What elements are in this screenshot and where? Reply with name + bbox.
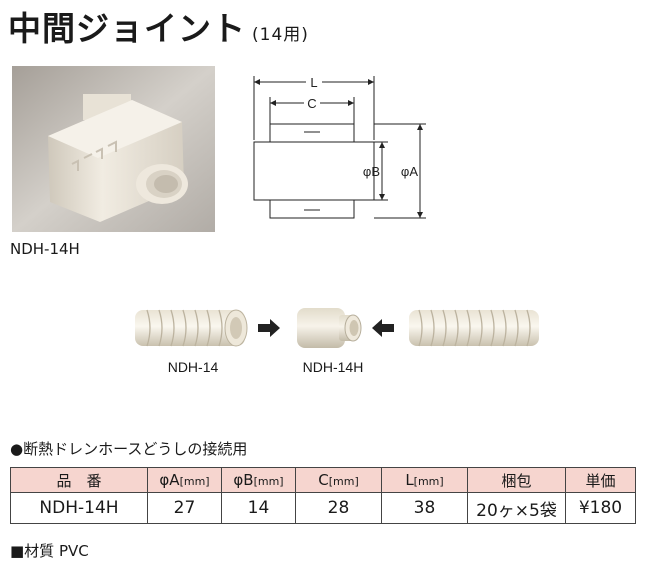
cell-c: 28 (295, 492, 382, 524)
dim-b-label: φB (363, 164, 380, 179)
material-note: ■材質 PVC (10, 542, 89, 560)
dimension-drawing: L C φB φA (253, 74, 426, 219)
photo-label: NDH-14H (10, 240, 80, 258)
cell-packing: 20ヶ×5袋 (467, 492, 566, 524)
connection-diagram: NDH-14 NDH-14H (135, 308, 539, 375)
cell-l: 38 (381, 492, 468, 524)
title-subtitle: (14用) (252, 25, 309, 45)
usage-note: ●断熱ドレンホースどうしの接続用 (10, 440, 248, 458)
right-hose (409, 309, 539, 347)
arrow-left-icon (372, 319, 394, 337)
header-price: 単価 (565, 467, 636, 493)
flow-label-hose: NDH-14 (168, 359, 219, 375)
product-photo (12, 66, 215, 232)
page-title: 中間ジョイント (14用) (8, 2, 309, 50)
cell-price: ¥180 (565, 492, 636, 524)
header-packing: 梱包 (467, 467, 566, 493)
cell-phi-b: 14 (221, 492, 296, 524)
arrow-right-icon (258, 319, 280, 337)
table-header-row: 品 番 φA[mm] φB[mm] C[mm] L[mm] 梱包 単価 (10, 467, 636, 493)
left-hose (135, 309, 248, 347)
cell-phi-a: 27 (147, 492, 222, 524)
header-c: C[mm] (295, 467, 382, 493)
header-part-number: 品 番 (10, 467, 148, 493)
header-phi-a: φA[mm] (147, 467, 222, 493)
title-main: 中間ジョイント (8, 9, 246, 48)
table-row: NDH-14H 27 14 28 38 20ヶ×5袋 ¥180 (10, 492, 636, 524)
spec-table: 品 番 φA[mm] φB[mm] C[mm] L[mm] 梱包 単価 NDH-… (10, 467, 636, 524)
dim-a-label: φA (401, 164, 418, 179)
header-l: L[mm] (381, 467, 468, 493)
dim-l-label: L (310, 75, 317, 90)
header-phi-b: φB[mm] (221, 467, 296, 493)
dim-c-label: C (307, 96, 316, 111)
cell-part-number: NDH-14H (10, 492, 148, 524)
joint-part (297, 308, 362, 348)
flow-label-joint: NDH-14H (303, 359, 364, 375)
